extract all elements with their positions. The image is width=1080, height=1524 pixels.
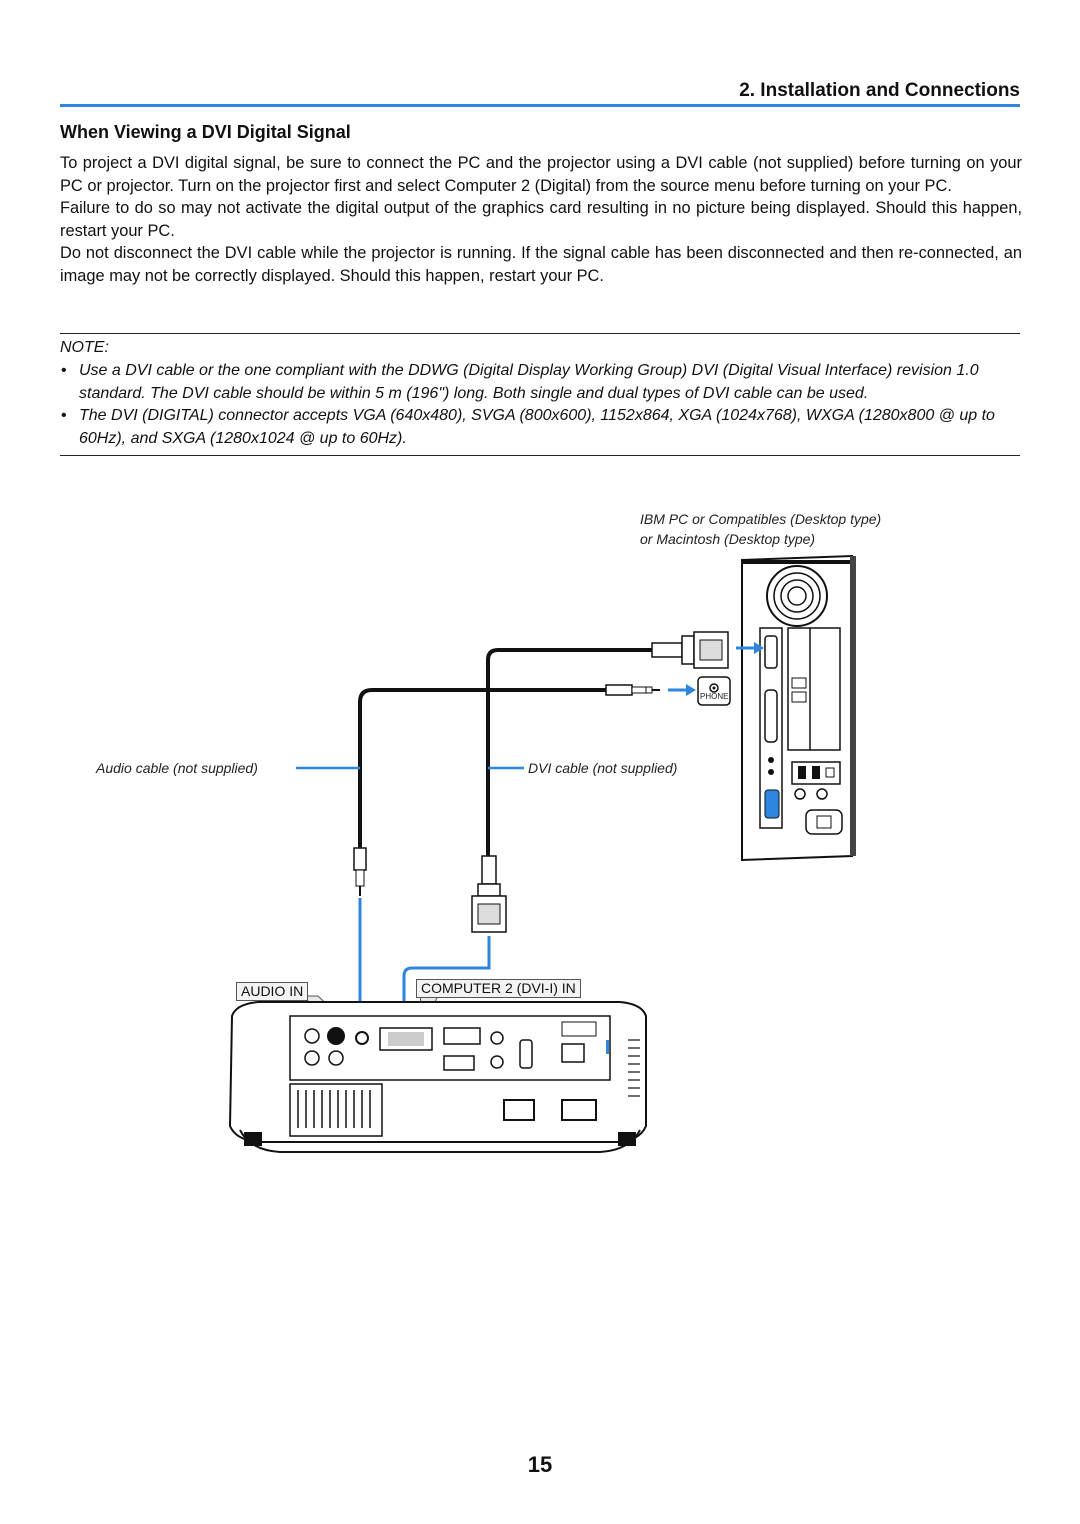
note-box: NOTE: • Use a DVI cable or the one compli… xyxy=(60,333,1020,456)
phone-label: PHONE xyxy=(700,692,729,701)
body-text: To project a DVI digital signal, be sure… xyxy=(60,152,1022,288)
note-item-text: The DVI (DIGITAL) connector accepts VGA … xyxy=(79,407,995,448)
note-item: • Use a DVI cable or the one compliant wi… xyxy=(60,360,1020,406)
dvi-cable xyxy=(486,648,652,856)
phone-jack xyxy=(697,676,731,706)
paragraph: To project a DVI digital signal, be sure… xyxy=(60,154,1022,195)
paragraph: Do not disconnect the DVI cable while th… xyxy=(60,244,1022,285)
audio-cable xyxy=(358,688,606,848)
header-rule xyxy=(60,104,1020,107)
section-title: When Viewing a DVI Digital Signal xyxy=(60,122,351,142)
note-item-text: Use a DVI cable or the one compliant wit… xyxy=(79,361,979,402)
desktop-pc-illustration xyxy=(741,554,856,862)
pc-label: IBM PC or Compatibles (Desktop type) xyxy=(640,511,882,527)
note-heading: NOTE: xyxy=(60,339,109,356)
dvi-plug-pc-side xyxy=(651,631,729,669)
projector-illustration xyxy=(228,1001,647,1153)
chapter-title: 2. Installation and Connections xyxy=(739,80,1020,101)
blue-arrows-pc xyxy=(668,642,764,696)
audio-in-label: AUDIO IN xyxy=(236,982,309,1001)
dvi-plug-projector-side xyxy=(471,855,507,933)
note-item: • The DVI (DIGITAL) connector accepts VGA… xyxy=(60,405,1020,451)
audio-cable-label: Audio cable (not supplied) xyxy=(96,760,258,776)
audio-plug-pc-side xyxy=(605,684,660,696)
dvi-cable-label: DVI cable (not supplied) xyxy=(528,760,678,776)
computer2-label: COMPUTER 2 (DVI-I) IN xyxy=(416,979,581,998)
audio-plug-projector-side xyxy=(353,847,367,896)
pc-label-2: or Macintosh (Desktop type) xyxy=(640,531,816,547)
page-number: 15 xyxy=(527,1452,553,1477)
bullet: • xyxy=(61,361,67,379)
note-list: • Use a DVI cable or the one compliant wi… xyxy=(60,360,1020,451)
paragraph: Failure to do so may not activate the di… xyxy=(60,199,1022,240)
bullet: • xyxy=(61,407,67,425)
